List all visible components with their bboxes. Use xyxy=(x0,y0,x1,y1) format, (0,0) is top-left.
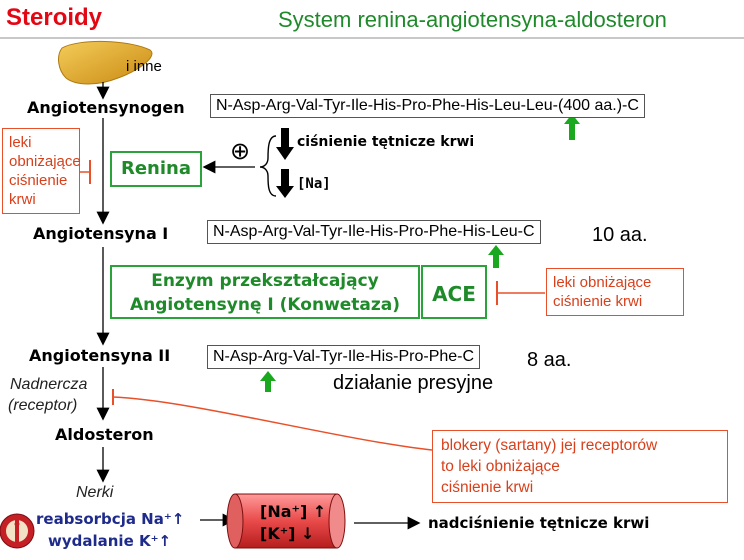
pressor-effect-label: działanie presyjne xyxy=(333,372,494,394)
drug-note-ace: leki obniżające ciśnienie krwi xyxy=(546,268,684,316)
sequence-length-2: 8 aa. xyxy=(527,349,572,371)
kidney-excretion: wydalanie K⁺↑ xyxy=(48,532,172,550)
drug-note-line: to leki obniżające xyxy=(441,458,560,475)
node-receptor: (receptor) xyxy=(8,397,78,414)
sequence-angiotensynogen: N-Asp-Arg-Val-Tyr-Ile-His-Pro-Phe-His-Le… xyxy=(210,94,645,118)
sequence-length-1: 10 aa. xyxy=(592,224,648,246)
liver-icon xyxy=(58,41,153,85)
ace-abbrev-box: ACE xyxy=(421,265,487,319)
inhibit-line-blokery xyxy=(112,396,433,451)
down-arrow-icon-sodium xyxy=(276,169,294,198)
hypertension-outcome: nadciśnienie tętnicze krwi xyxy=(428,514,650,532)
enzyme-name-line2: Angiotensynę I (Konwetaza) xyxy=(129,295,401,315)
down-arrow-icon-pressure xyxy=(276,128,294,160)
node-angiotensynogen: Angiotensynogen xyxy=(27,98,185,117)
plus-icon: ⊕ xyxy=(230,138,251,165)
drug-note-line: leki xyxy=(9,134,32,151)
stimulus-sodium: [Na] xyxy=(297,176,331,192)
drug-note-line: ciśnienie krwi xyxy=(441,479,534,496)
university-emblem-icon xyxy=(0,513,35,549)
node-aldosteron: Aldosteron xyxy=(55,425,154,444)
ace-enzyme-box: Enzym przekształcający Angiotensynę I (K… xyxy=(110,265,420,319)
node-nerki: Nerki xyxy=(76,484,114,501)
cleavage-arrow-icon-1 xyxy=(564,114,580,140)
sequence-angiotensyna-1: N-Asp-Arg-Val-Tyr-Ile-His-Pro-Phe-His-Le… xyxy=(207,220,541,244)
drug-note-line: leki obniżające xyxy=(553,274,652,291)
drug-note-line: obniżające xyxy=(9,153,81,170)
blood-potassium: [K⁺] ↓ xyxy=(260,524,315,543)
drug-note-sartans: blokery (sartany) jej receptorów to leki… xyxy=(432,430,728,503)
liver-label: i inne xyxy=(126,58,162,75)
renina-box: Renina xyxy=(110,151,202,187)
cleavage-arrow-icon-2 xyxy=(488,245,504,268)
node-angiotensyna-1: Angiotensyna I xyxy=(33,224,169,243)
slide-subtitle: System renina-angiotensyna-aldosteron xyxy=(278,7,667,32)
drug-note-line: blokery (sartany) jej receptorów xyxy=(441,437,658,454)
sequence-angiotensyna-2: N-Asp-Arg-Val-Tyr-Ile-His-Pro-Phe-C xyxy=(207,345,481,369)
stimulus-blood-pressure: ciśnienie tętnicze krwi xyxy=(297,134,475,150)
drug-note-renin: leki obniżające ciśnienie krwi xyxy=(2,128,81,214)
kidney-reabsorption: reabsorbcja Na⁺↑ xyxy=(36,510,185,528)
node-nadnercza: Nadnercza xyxy=(10,376,88,393)
cleavage-arrow-icon-3 xyxy=(260,371,276,392)
drug-note-line: ciśnienie xyxy=(9,172,68,189)
brace-icon xyxy=(259,135,277,197)
blood-sodium: [Na⁺] ↑ xyxy=(260,502,327,521)
blood-vessel-cylinder xyxy=(226,493,346,549)
slide-title: Steroidy xyxy=(6,4,103,31)
drug-note-line: ciśnienie krwi xyxy=(553,293,643,310)
drug-note-line: krwi xyxy=(9,191,36,208)
node-angiotensyna-2: Angiotensyna II xyxy=(29,346,171,365)
enzyme-name-line1: Enzym przekształcający xyxy=(151,271,379,291)
header-divider xyxy=(0,37,744,39)
